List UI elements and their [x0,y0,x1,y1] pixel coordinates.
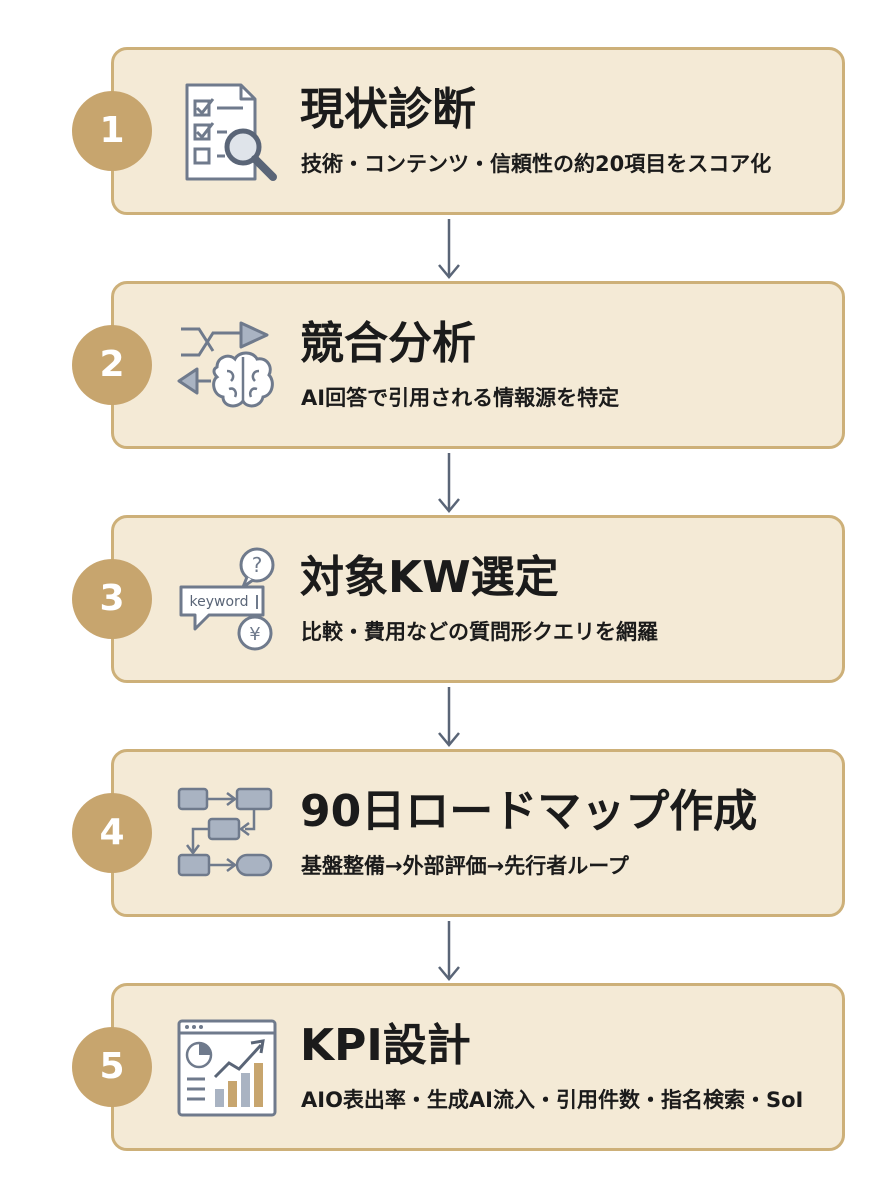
step-3: 3 ? keyword ¥ 対象KW選定 比較・費用などの質問形クエリを網羅 [0,515,896,689]
analytics-dashboard-icon [175,1007,285,1127]
checklist-magnifier-icon [175,71,285,191]
down-arrow-connector [438,453,460,513]
step-4: 4 90日ロードマップ作成 基盤整備→外部評価→先行者ループ [0,749,896,923]
step-number-badge: 1 [72,91,152,171]
flowchart-icon [175,773,285,893]
step-title: KPI設計 [300,1020,471,1071]
keyword-label: keyword [190,594,249,610]
step-subtitle: AI回答で引用される情報源を特定 [301,386,620,410]
step-number-badge: 2 [72,325,152,405]
down-arrow-connector [438,219,460,279]
step-1: 1 現状診断 技術・コンテンツ・信頼性の約20項目をスコア化 [0,47,896,221]
step-title: 現状診断 [300,84,476,135]
step-subtitle: AIO表出率・生成AI流入・引用件数・指名検索・SoI [301,1088,804,1112]
down-arrow-connector [438,687,460,747]
step-number-badge: 3 [72,559,152,639]
step-title: 対象KW選定 [300,552,559,603]
step-5: 5 KPI設計 AIO表出率・生成AI流入・引用件数・指名検索・SoI [0,983,896,1157]
step-subtitle: 技術・コンテンツ・信頼性の約20項目をスコア化 [301,152,772,176]
keyword-bubble-icon: ? keyword ¥ [175,539,285,659]
brain-arrows-icon [175,305,285,425]
step-subtitle: 基盤整備→外部評価→先行者ループ [301,854,629,878]
question-mark-icon: ? [252,553,263,577]
yen-icon: ¥ [249,624,260,645]
step-title: 競合分析 [300,318,476,369]
down-arrow-connector [438,921,460,981]
step-number-badge: 4 [72,793,152,873]
step-2: 2 競合分析 AI回答で引用される情報源を特定 [0,281,896,455]
step-subtitle: 比較・費用などの質問形クエリを網羅 [301,620,658,644]
step-title: 90日ロードマップ作成 [300,786,758,837]
step-number-badge: 5 [72,1027,152,1107]
